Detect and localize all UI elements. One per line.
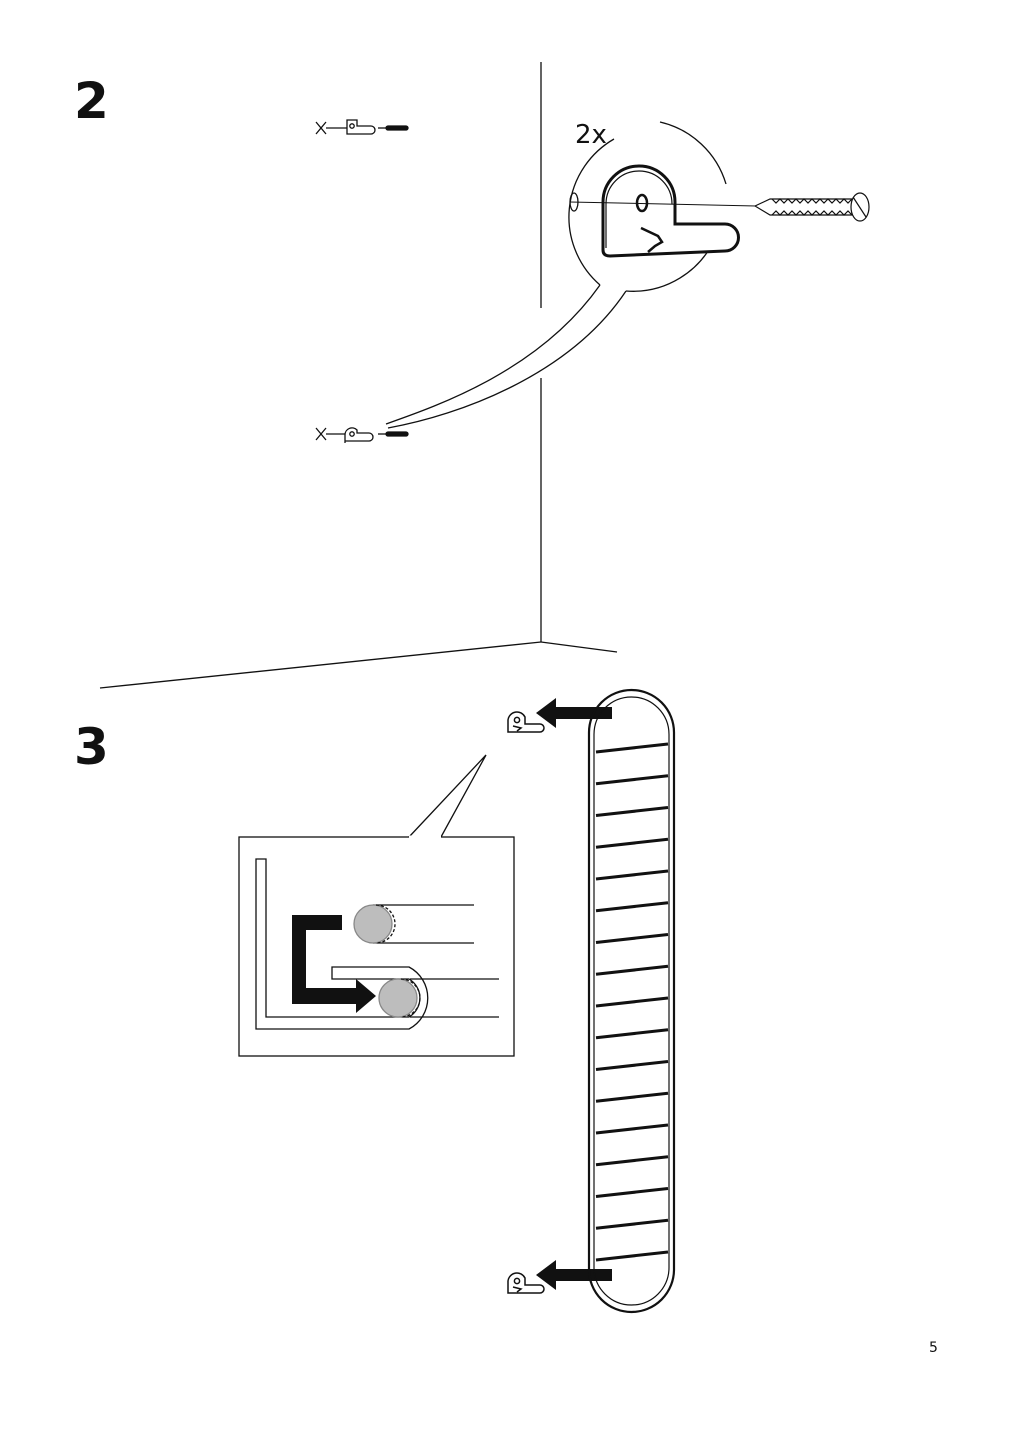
rack-rung <box>595 837 669 849</box>
rack-rung <box>595 996 669 1008</box>
wood-screw <box>753 192 870 222</box>
hook-large <box>601 164 740 258</box>
quantity-label: 2x <box>575 120 607 150</box>
rack-rung <box>595 806 669 817</box>
hook-top-step3 <box>507 711 545 733</box>
step-number-3: 3 <box>74 718 109 776</box>
rack-rung <box>595 901 669 913</box>
wall-hook-bottom-small <box>315 427 409 443</box>
rack-rung <box>595 1123 669 1135</box>
arrow-left-top <box>536 698 612 728</box>
rack-rung <box>595 933 669 944</box>
rack-rung <box>595 1155 669 1167</box>
rack-rung <box>595 869 669 881</box>
rack-rung <box>595 1091 669 1103</box>
rack-rungs <box>595 742 669 1262</box>
zoom-callout <box>385 121 727 429</box>
rack-rung <box>595 774 669 786</box>
l-shaped-move-arrow <box>292 915 376 1013</box>
wall-hook-top-small <box>315 119 409 135</box>
page-number: 5 <box>929 1340 938 1356</box>
hook-bottom-step3 <box>507 1272 545 1294</box>
step-number-2: 2 <box>74 72 109 130</box>
towel-rack <box>587 688 676 1314</box>
rack-rung <box>595 964 669 976</box>
wall-corner-lines <box>99 62 618 689</box>
rack-rung <box>595 1028 669 1040</box>
screw-alignment-line <box>569 201 757 207</box>
arrow-left-bottom <box>536 1260 612 1290</box>
detail-callout <box>238 754 515 1057</box>
rack-rung <box>595 1218 669 1230</box>
rack-rung <box>595 1250 669 1262</box>
rack-rung <box>595 1187 669 1198</box>
rack-rung <box>595 742 669 754</box>
rack-rung <box>595 1060 669 1071</box>
